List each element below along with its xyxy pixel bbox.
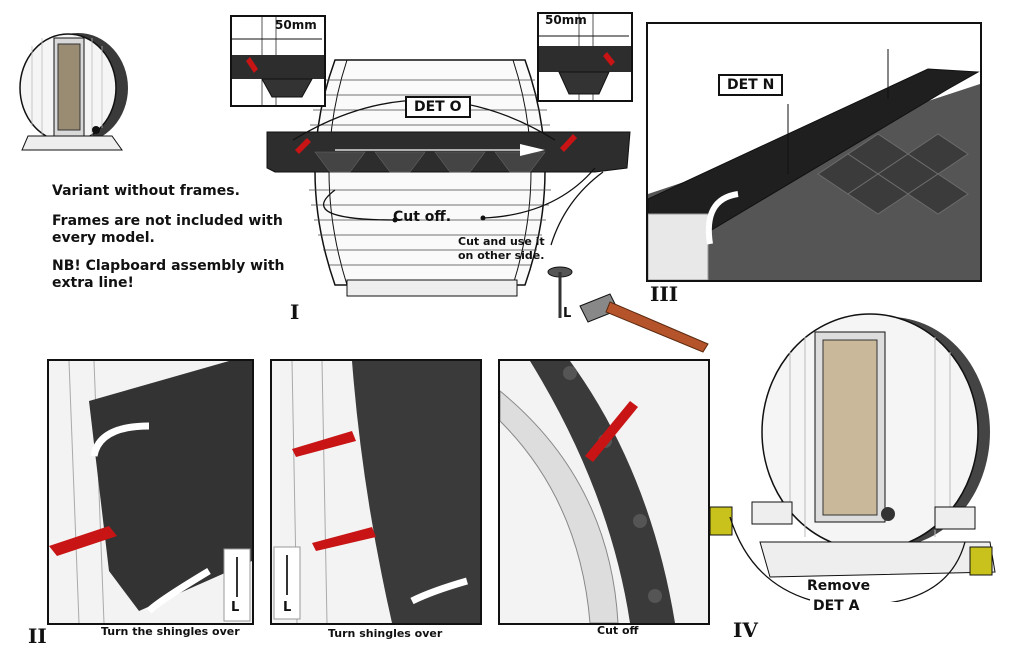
nail-and-hammer-illustration (540, 258, 715, 353)
step-iii-numeral: III (650, 282, 679, 306)
dimension-label-right: 50mm (545, 13, 587, 27)
turn-shingles-over-label-1: Turn the shingles over (101, 625, 240, 638)
det-a-label: DET A (813, 598, 860, 614)
nail-length-label-panel1: L (231, 600, 240, 615)
det-o-label: DET O (405, 96, 471, 118)
step-ii-panel-1 (47, 359, 254, 625)
detail-inset-right (537, 12, 633, 102)
note-frames-not-included-1: Frames are not included with (52, 213, 283, 229)
note-frames-not-included-2: every model. (52, 230, 155, 246)
turn-shingles-over-label-2: Turn shingles over (328, 627, 443, 640)
step-iv-numeral: IV (733, 618, 758, 642)
note-variant-without-frames: Variant without frames. (52, 183, 240, 199)
dimension-label-left: 50mm (275, 18, 317, 32)
detail-inset-left (230, 15, 326, 107)
note-clapboard-1: NB! Clapboard assembly with (52, 258, 285, 274)
note-clapboard-2: extra line! (52, 275, 134, 291)
step-ii-panel-2 (270, 359, 482, 625)
nail-length-label-main: L (563, 306, 572, 321)
step-ii-numeral: II (28, 624, 47, 648)
det-n-label: DET N (718, 74, 784, 96)
cut-off-panel-label: Cut off (597, 624, 639, 637)
cut-and-use-label-2: on other side. (458, 249, 545, 262)
cut-off-label: Cut off. (393, 209, 452, 225)
nail-length-label-panel2: L (283, 600, 292, 615)
step-i-numeral: I (290, 300, 300, 324)
step-iii-panel (646, 22, 982, 282)
remove-label: Remove (807, 578, 871, 594)
step-ii-panel-3 (498, 359, 710, 625)
step-i-barrel-diagram (255, 40, 635, 310)
cut-and-use-label-1: Cut and use it (458, 235, 545, 248)
step-iv-sauna-diagram (700, 312, 1000, 602)
sauna-thumbnail (12, 26, 132, 156)
